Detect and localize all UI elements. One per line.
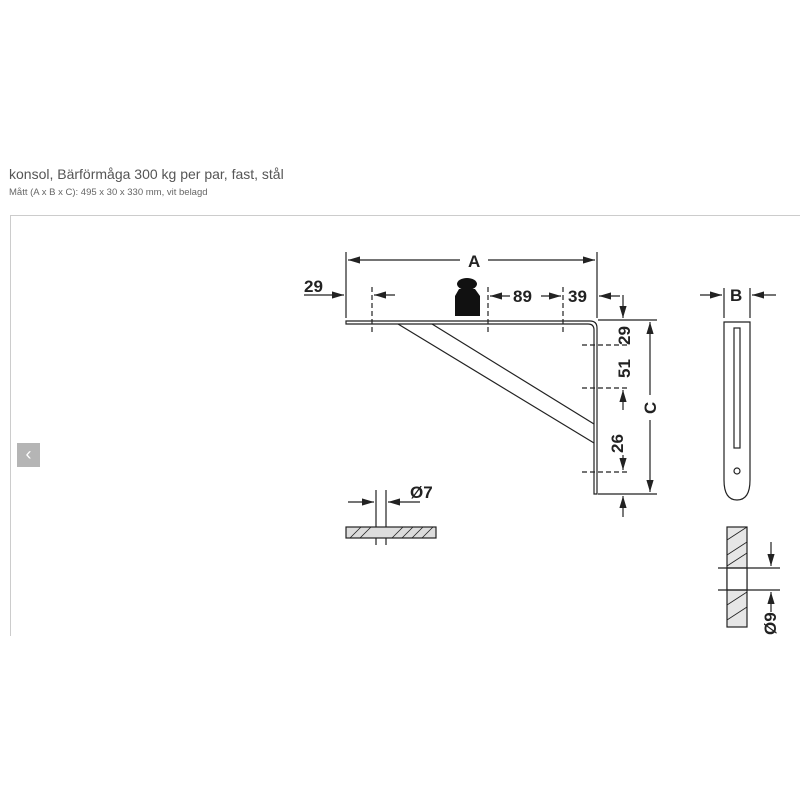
bracket-front-view: B: [700, 286, 776, 501]
dim-29-left-label: 29: [304, 277, 323, 296]
weight-icon: [455, 278, 480, 316]
product-dimensions: Mått (A x B x C): 495 x 30 x 330 mm, vit…: [9, 187, 208, 198]
hole-7-detail: Ø7: [345, 483, 437, 545]
bracket-side-view: [345, 320, 598, 495]
dim-39-label: 39: [568, 287, 587, 306]
dim-a-label: A: [468, 252, 480, 271]
chevron-left-icon: ‹: [25, 444, 32, 464]
hole-9-detail: Ø9: [718, 526, 780, 635]
dim-51-label: 51: [615, 359, 634, 378]
previous-image-button[interactable]: ‹: [17, 443, 40, 467]
dim-26-label: 26: [608, 434, 627, 453]
image-viewer: [10, 215, 800, 636]
hole-7-label: Ø7: [410, 483, 433, 502]
dim-29-right-label: 29: [615, 326, 634, 345]
hole-9-label: Ø9: [761, 612, 780, 635]
dim-b-label: B: [730, 286, 742, 305]
product-title: konsol, Bärförmåga 300 kg per par, fast,…: [9, 166, 284, 182]
dim-89-label: 89: [513, 287, 532, 306]
dim-c-label: C: [641, 402, 660, 414]
